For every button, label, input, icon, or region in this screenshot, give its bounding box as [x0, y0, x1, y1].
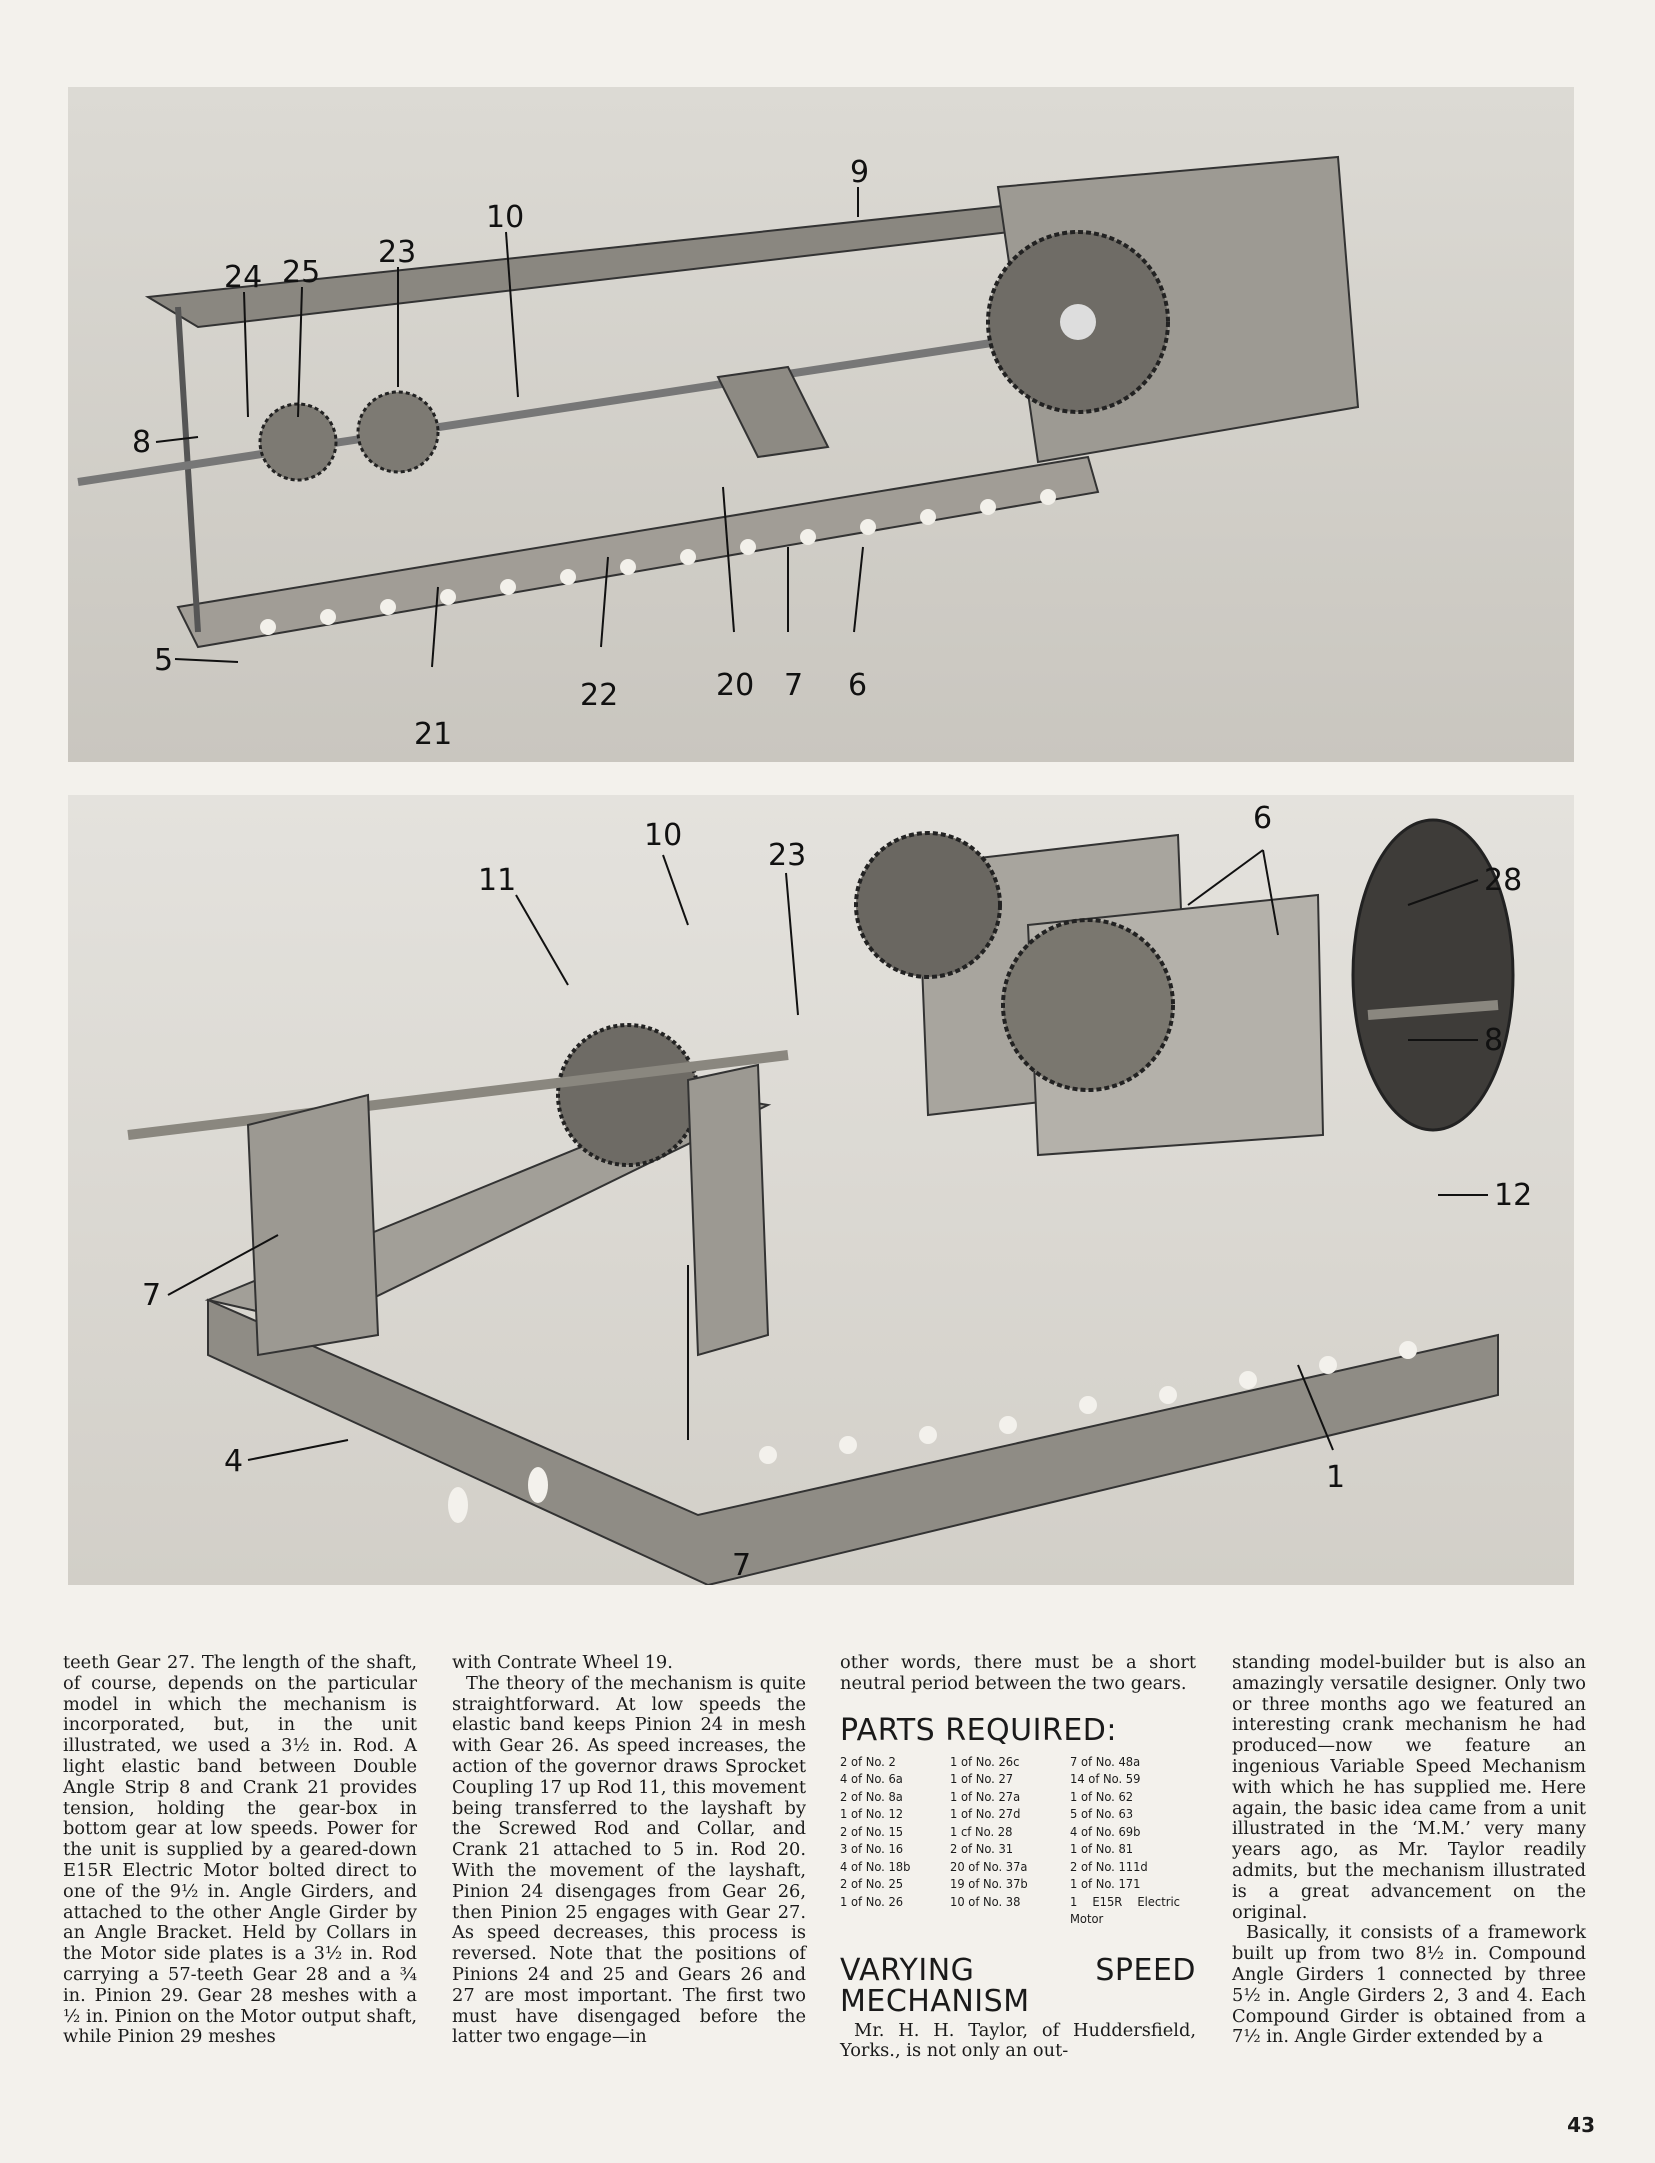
- callout-12: 12: [1494, 1178, 1532, 1213]
- parts-list-item: 10 of No. 38: [950, 1894, 1021, 1910]
- callout-6: 6: [848, 668, 867, 703]
- callout-23: 23: [378, 235, 416, 270]
- parts-list-item: 19 of No. 37b: [950, 1877, 1028, 1893]
- parts-list-item: 14 of No. 59: [1070, 1772, 1141, 1788]
- callout-7-left: 7: [142, 1278, 161, 1313]
- parts-list-item: 4 of No. 69b: [1070, 1824, 1141, 1840]
- paragraph: Mr. H. H. Taylor, of Huddersfield, Yorks…: [840, 2019, 1196, 2062]
- callout-21: 21: [414, 717, 452, 752]
- top-photo-illustration: 9 10 24 25 23 8 5 21 22 20 7 6: [68, 87, 1574, 762]
- parts-list-item: 3 of No. 16: [840, 1842, 904, 1858]
- callout-28: 28: [1484, 863, 1522, 898]
- parts-required-heading: PARTS REQUIRED:: [840, 1712, 1117, 1748]
- parts-list-item: 2 of No. 8a: [840, 1789, 903, 1805]
- parts-list-item: 1 of No. 27: [950, 1772, 1014, 1788]
- paragraph: Basically, it consists of a framework bu…: [1232, 1922, 1586, 2048]
- parts-list-item: 20 of No. 37a: [950, 1859, 1028, 1875]
- top-photograph: 9 10 24 25 23 8 5 21 22 20 7 6: [68, 87, 1574, 762]
- callout-23: 23: [768, 838, 806, 873]
- parts-list-item: 1 of No. 62: [1070, 1789, 1134, 1805]
- callout-11: 11: [478, 863, 516, 898]
- callout-5: 5: [154, 643, 173, 678]
- callout-22: 22: [580, 678, 618, 713]
- callout-20: 20: [716, 668, 754, 703]
- callout-25: 25: [282, 255, 320, 290]
- parts-list-item: 2 of No. 2: [840, 1754, 896, 1770]
- callout-7-bottom: 7: [732, 1548, 751, 1583]
- parts-list-item: 1 of No. 27a: [950, 1789, 1021, 1805]
- callout-9: 9: [850, 155, 869, 190]
- callout-10: 10: [644, 818, 682, 853]
- parts-list-item: 1 of No. 26: [840, 1894, 904, 1910]
- callout-7: 7: [784, 668, 803, 703]
- parts-list-item: 4 of No. 6a: [840, 1772, 903, 1788]
- parts-list-item: 1 of No. 27d: [950, 1807, 1021, 1823]
- parts-list-item: 4 of No. 18b: [840, 1859, 911, 1875]
- callout-6: 6: [1253, 801, 1272, 836]
- parts-list: 2 of No. 2 1 of No. 26c 7 of No. 48a 4 o…: [840, 1754, 1196, 1929]
- page-number: 43: [1567, 2113, 1595, 2137]
- parts-list-item: 5 of No. 63: [1070, 1807, 1134, 1823]
- parts-list-item: 7 of No. 48a: [1070, 1754, 1141, 1770]
- paragraph: teeth Gear 27. The length of the shaft, …: [63, 1652, 417, 2048]
- callout-24: 24: [224, 260, 262, 295]
- parts-list-item: 2 of No. 25: [840, 1877, 904, 1893]
- parts-list-item: 1 of No. 81: [1070, 1842, 1134, 1858]
- parts-list-item: 2 of No. 31: [950, 1842, 1014, 1858]
- parts-list-item: 1 of No. 12: [840, 1807, 904, 1823]
- parts-list-item: 1 E15R Electric Motor: [1070, 1894, 1180, 1928]
- paragraph: The theory of the mechanism is quite str…: [452, 1672, 806, 2048]
- callout-8: 8: [132, 425, 151, 460]
- parts-list-item: 1 cf No. 28: [950, 1824, 1013, 1840]
- article-title: VARYING SPEED MECHANISM: [840, 1952, 1196, 2019]
- text-column-4: standing model-builder but is also an am…: [1232, 1652, 1586, 2048]
- parts-list-item: 1 of No. 26c: [950, 1754, 1020, 1770]
- callout-10: 10: [486, 200, 524, 235]
- parts-list-item: 2 of No. 111d: [1070, 1859, 1148, 1875]
- paragraph: standing model-builder but is also an am…: [1232, 1652, 1586, 1923]
- text-column-1: teeth Gear 27. The length of the shaft, …: [63, 1652, 417, 2048]
- parts-list-item: 1 of No. 171: [1070, 1877, 1141, 1893]
- callout-4: 4: [224, 1444, 243, 1479]
- text-column-3: other words, there must be a short neutr…: [840, 1652, 1196, 2062]
- parts-list-item: 2 of No. 15: [840, 1824, 904, 1840]
- paragraph: with Contrate Wheel 19.: [452, 1652, 673, 1673]
- bottom-photograph: 10 23 6 11 28 8 12 7 4 1 7: [68, 795, 1574, 1585]
- callout-1: 1: [1326, 1460, 1345, 1495]
- text-column-2: with Contrate Wheel 19. The theory of th…: [452, 1652, 806, 2048]
- callout-8: 8: [1484, 1023, 1503, 1058]
- bottom-photo-illustration: 10 23 6 11 28 8 12 7 4 1 7: [68, 795, 1574, 1585]
- paragraph: other words, there must be a short neutr…: [840, 1652, 1196, 1694]
